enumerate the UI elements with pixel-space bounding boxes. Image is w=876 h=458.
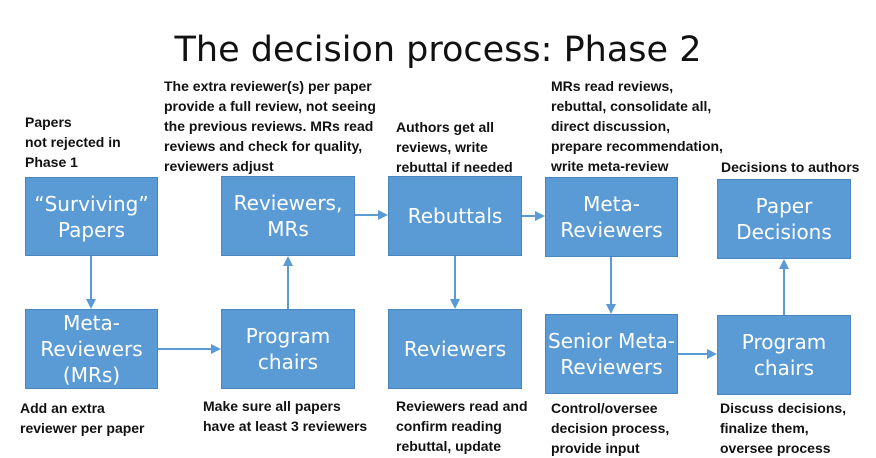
- reviewers-box: Reviewers: [388, 309, 522, 389]
- note-add-extra-reviewer: Add an extra reviewer per paper: [20, 400, 145, 436]
- note-make-sure-papers: Make sure all papers have at least 3 rev…: [203, 398, 368, 434]
- paper-decisions-box: Paper Decisions: [717, 179, 851, 259]
- flow-arrows: [86, 210, 789, 359]
- diagram-title: The decision process: Phase 2: [174, 30, 702, 70]
- surviving-papers-box: “Surviving” Papers: [25, 177, 158, 256]
- note-decisions-to-authors: Decisions to authors: [721, 159, 860, 175]
- note-mrs-read-reviews: MRs read reviews, rebuttal, consolidate …: [551, 78, 723, 174]
- diagram-canvas: The decision process: Phase 2 Papers not…: [20, 30, 860, 456]
- program-chairs-right-box: Program chairs: [717, 315, 851, 395]
- reviewers-mrs-box: Reviewers, MRs: [221, 176, 355, 256]
- note-papers-not-rejected: Papers not rejected in Phase 1: [25, 114, 121, 170]
- program-chairs-left-box: Program chairs: [221, 309, 355, 389]
- meta-reviewers-mrs-box: Meta- Reviewers (MRs): [25, 309, 158, 389]
- note-extra-reviewer: The extra reviewer(s) per paper provide …: [164, 78, 376, 174]
- meta-reviewers-top-box: Meta- Reviewers: [545, 177, 678, 257]
- note-authors-rebuttal: Authors get all reviews, write rebuttal …: [396, 119, 513, 175]
- senior-meta-reviewers-box: Senior Meta- Reviewers: [545, 314, 678, 394]
- rebuttals-box: Rebuttals: [388, 176, 522, 256]
